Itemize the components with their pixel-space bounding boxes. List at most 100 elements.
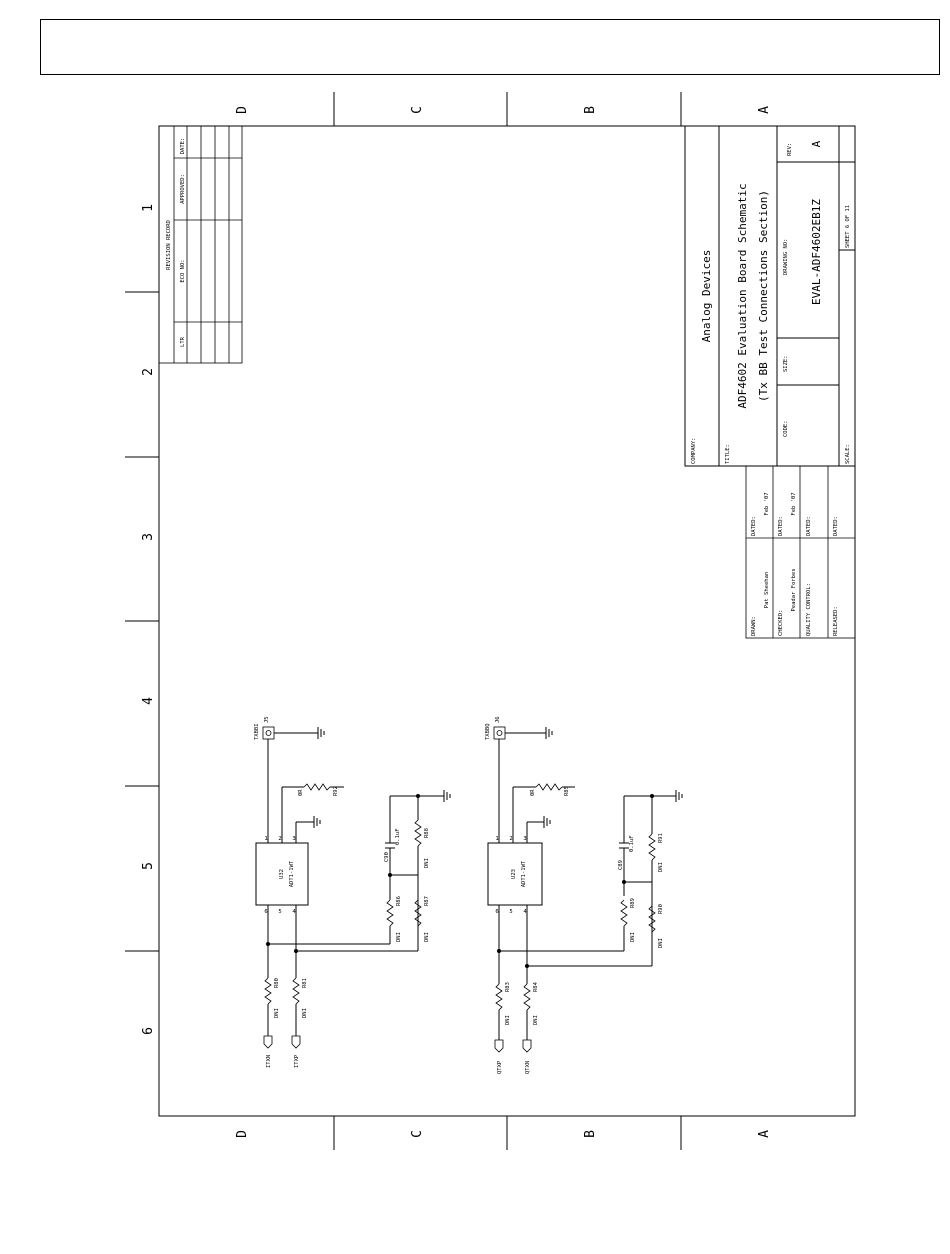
revision-title: REVISION RECORD xyxy=(166,220,172,270)
checked-date: Feb '07 xyxy=(791,492,797,515)
resistor-r88-ref: R88 xyxy=(424,828,430,838)
circuit-i: J5 TXBBI U32 ADT1-1WT 1 2 3 4 5 6 0R R92 xyxy=(254,716,451,1068)
resistor-r88 xyxy=(414,819,422,847)
checked-by: Peadar Forbes xyxy=(791,568,797,611)
svg-text:3: 3 xyxy=(292,836,295,842)
offpage-connector-qtxn xyxy=(522,1039,532,1053)
connector-j5 xyxy=(262,726,275,740)
capacitor-c90-ref: C90 xyxy=(384,852,390,862)
svg-text:4: 4 xyxy=(523,909,527,915)
resistor-r83-dni: DNI xyxy=(505,1015,511,1025)
zone-top-b: B xyxy=(583,106,598,114)
resistor-r92 xyxy=(303,783,331,791)
zone-bottom-c: C xyxy=(410,1130,425,1138)
revision-eco: ECO NO: xyxy=(180,259,186,282)
resistor-r91-ref: R91 xyxy=(658,833,664,843)
ground-symbol xyxy=(313,816,321,828)
transformer-u23-ref: U23 xyxy=(511,869,517,879)
revision-date: DATE: xyxy=(180,138,186,155)
net-label-qtxp: QTXP xyxy=(497,1060,503,1074)
zone-top-d: D xyxy=(235,106,250,114)
drawing-no-label: DRAWING NO: xyxy=(783,239,789,275)
resistor-r84-dni: DNI xyxy=(533,1015,539,1025)
resistor-r86-ref: R86 xyxy=(396,896,402,906)
resistor-r87-ref: R87 xyxy=(424,896,430,906)
dated-label-1: DATED: xyxy=(751,516,757,536)
circuit-q: J6 TXBBQ U23 ADT1-1WT 1 2 3 4 5 6 0R R85 xyxy=(485,716,683,1074)
zone-col-3: 3 xyxy=(141,533,156,541)
connector-j5-net: TXBBI xyxy=(254,723,260,740)
company-label: COMPANY: xyxy=(691,438,697,465)
resistor-r86 xyxy=(386,899,394,927)
resistor-r89 xyxy=(620,899,628,927)
zone-col-2: 2 xyxy=(141,368,156,376)
resistor-r86-dni: DNI xyxy=(396,932,402,942)
scale-label: SCALE: xyxy=(845,444,851,464)
resistor-r91-dni: DNI xyxy=(658,862,664,872)
net-label-itxn: ITXN xyxy=(266,1055,272,1068)
offpage-connector-itxn xyxy=(263,1035,273,1049)
connector-j5-ref: J5 xyxy=(264,716,270,723)
ground-symbol xyxy=(317,727,325,739)
revision-record: REVISION RECORD LTR ECO NO: APPROVED: DA… xyxy=(158,125,243,364)
title-line-1: ADF4602 Evaluation Board Schematic xyxy=(736,183,749,408)
dated-label-3: DATED: xyxy=(806,516,812,536)
resistor-r89-ref: R89 xyxy=(630,898,636,908)
size-label: SIZE: xyxy=(783,355,789,372)
svg-text:1: 1 xyxy=(264,836,267,842)
resistor-r92-ref: R92 xyxy=(333,786,339,796)
approvals-block: DRAWN: Pat Sheehan CHECKED: Peadar Forbe… xyxy=(745,465,856,639)
svg-text:6: 6 xyxy=(264,909,267,915)
ground-symbol xyxy=(543,816,551,828)
resistor-r80-ref: R80 xyxy=(274,978,280,988)
sheet-number: SHEET 6 OF 11 xyxy=(845,205,851,248)
zone-col-6: 6 xyxy=(141,1027,156,1035)
resistor-r91 xyxy=(648,833,656,861)
resistor-r83-ref: R83 xyxy=(505,982,511,992)
zone-bottom-a: A xyxy=(757,1130,772,1138)
connector-j6-ref: J6 xyxy=(495,716,501,723)
resistor-r81-dni: DNI xyxy=(302,1008,308,1018)
drawn-label: DRAWN: xyxy=(751,616,757,636)
capacitor-c89-value: 0.1uF xyxy=(629,835,635,852)
resistor-r84 xyxy=(523,983,531,1011)
svg-text:5: 5 xyxy=(278,909,281,915)
zone-top-c: C xyxy=(410,106,425,114)
header-box xyxy=(40,19,940,75)
svg-text:4: 4 xyxy=(292,909,296,915)
resistor-r92-value: 0R xyxy=(298,789,304,796)
transformer-u32-ref: U32 xyxy=(279,869,285,879)
resistor-r90 xyxy=(648,905,656,933)
title-line-2: (Tx BB Test Connections Section) xyxy=(757,190,770,402)
ground-symbol xyxy=(443,790,451,802)
zone-bottom-b: B xyxy=(583,1130,598,1138)
quality-control-label: QUALITY CONTROL: xyxy=(806,583,812,636)
resistor-r88-dni: DNI xyxy=(424,858,430,868)
svg-text:3: 3 xyxy=(523,836,526,842)
transformer-u23-part: ADT1-1WT xyxy=(521,860,527,887)
svg-text:2: 2 xyxy=(278,836,281,842)
resistor-r80-dni: DNI xyxy=(274,1008,280,1018)
resistor-r85-value: 0R xyxy=(530,789,536,796)
zone-col-4: 4 xyxy=(141,697,156,705)
resistor-r90-dni: DNI xyxy=(658,938,664,948)
resistor-r84-ref: R84 xyxy=(533,981,539,992)
released-label: RELEASED: xyxy=(833,606,839,636)
capacitor-c90-value: 0.1uF xyxy=(395,828,401,845)
resistor-r85-ref: R85 xyxy=(564,786,570,796)
drawing-number: EVAL-ADF4602EB1Z xyxy=(810,199,823,305)
resistor-r90-ref: R90 xyxy=(658,904,664,914)
company-name: Analog Devices xyxy=(700,250,713,343)
capacitor-c89-ref: C89 xyxy=(618,860,624,870)
net-label-qtxn: QTXN xyxy=(525,1061,531,1074)
title-label: TITLE: xyxy=(725,444,731,464)
resistor-r87-dni: DNI xyxy=(424,932,430,942)
zone-col-5: 5 xyxy=(141,862,156,870)
offpage-connector-itxp xyxy=(291,1035,301,1049)
svg-text:5: 5 xyxy=(509,909,512,915)
code-label: CODE: xyxy=(783,420,789,437)
revision-ltr: LTR xyxy=(180,336,186,347)
resistor-r81 xyxy=(292,977,300,1005)
transformer-u23 xyxy=(487,842,543,906)
